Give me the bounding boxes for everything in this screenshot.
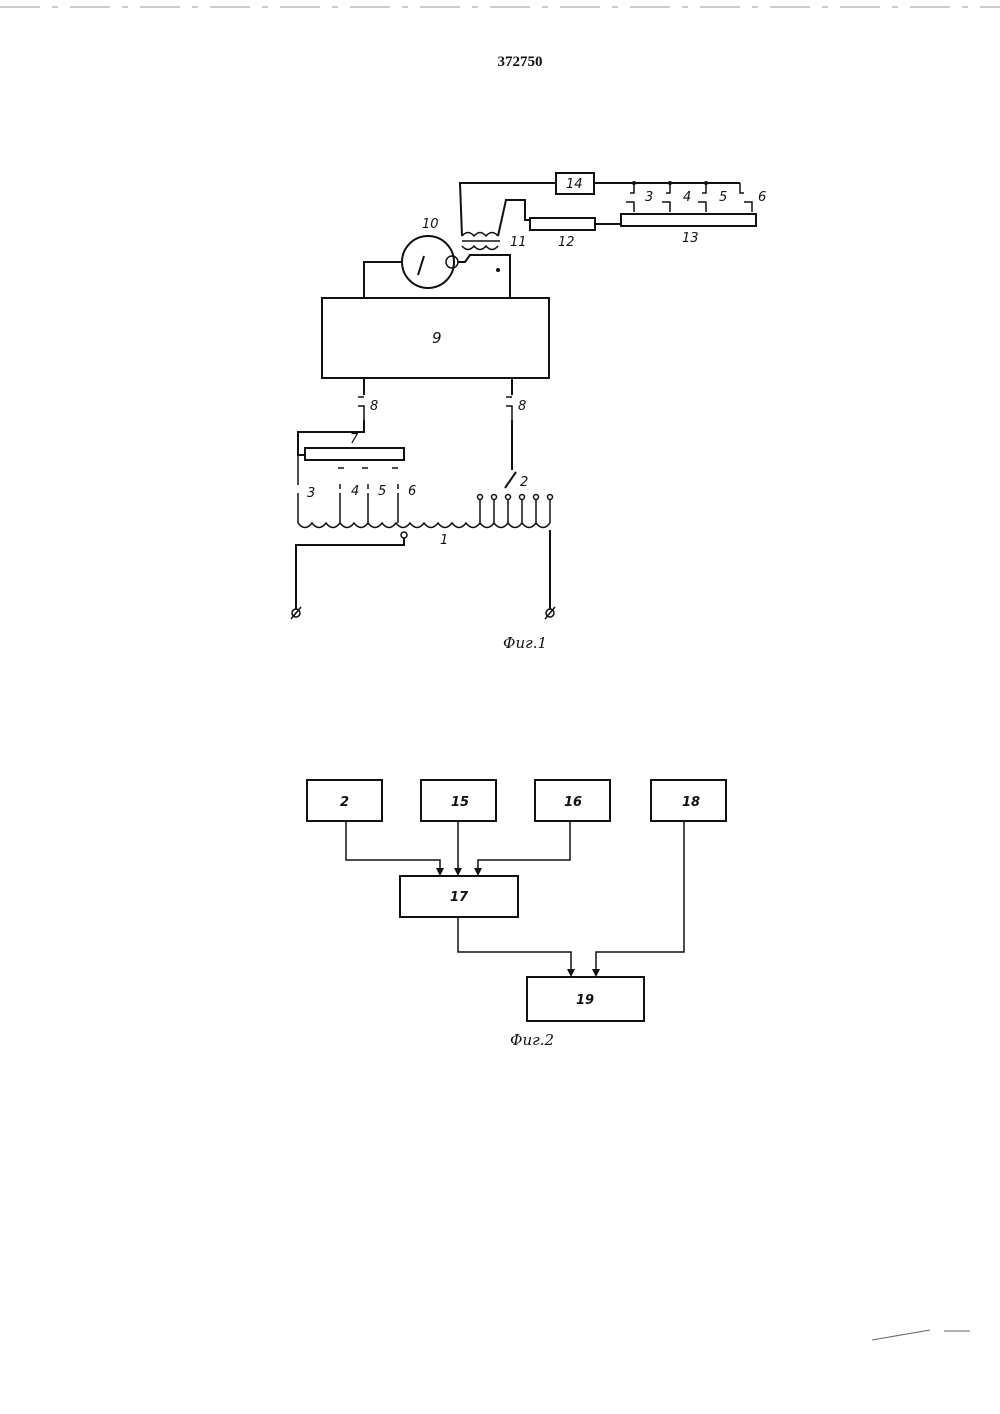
- label-bottom-3: 3: [307, 486, 315, 501]
- block-2-label: 2: [340, 795, 349, 810]
- transformer-11-primary: [462, 233, 498, 237]
- wire-meter-right: [458, 255, 510, 298]
- label-8-left: 8: [370, 399, 378, 414]
- block-17-label: 17: [450, 890, 469, 905]
- contact-top-3: [626, 183, 634, 212]
- label-top-6: 6: [758, 190, 766, 205]
- mid-tap: [401, 532, 407, 538]
- transformer-11-label: 11: [510, 235, 527, 250]
- figure-1-caption: Фиг.1: [503, 634, 547, 652]
- wire-meter-left: [364, 262, 402, 298]
- contact-top-6: [740, 183, 752, 212]
- block-15-label: 15: [451, 795, 469, 810]
- switch-2-label: 2: [520, 475, 528, 490]
- block-9-label: 9: [432, 329, 442, 347]
- supply-terminal-left: [291, 607, 301, 619]
- contact-bottom-5: [362, 468, 368, 523]
- label-bottom-4: 4: [351, 484, 359, 499]
- wire-left-terminal: [296, 538, 404, 610]
- meter-10-label: 10: [422, 217, 439, 232]
- supply-terminal-right: [545, 607, 555, 619]
- contact-bottom-6: [392, 468, 398, 523]
- block-16-label: 16: [564, 795, 582, 810]
- contact-8-right: [506, 397, 512, 420]
- contact-top-4: [662, 183, 670, 212]
- block-19-label: 19: [576, 993, 594, 1008]
- switch-2-blade: [505, 472, 516, 488]
- block-18-label: 18: [682, 795, 700, 810]
- label-bottom-6: 6: [408, 484, 416, 499]
- relay-13-label: 13: [682, 231, 699, 246]
- contact-bottom-4: [338, 468, 344, 523]
- figure-2-caption: Фиг.2: [510, 1031, 554, 1049]
- relay-13: [621, 214, 756, 226]
- wire-to-12: [498, 200, 530, 236]
- transformer-1-coil: [298, 523, 550, 528]
- label-top-5: 5: [719, 190, 727, 205]
- meter-needle: [418, 256, 424, 275]
- label-top-3: 3: [645, 190, 653, 205]
- transformer-1-taps: [478, 495, 553, 524]
- transformer-1-label: 1: [440, 533, 448, 548]
- relay-7-label: 7: [350, 432, 359, 447]
- relay-7: [305, 448, 404, 460]
- label-bottom-5: 5: [378, 484, 386, 499]
- label-top-4: 4: [683, 190, 691, 205]
- block-12: [530, 218, 595, 230]
- block-12-label: 12: [558, 235, 575, 250]
- meter-terminal: [446, 256, 458, 268]
- contact-top-5: [698, 183, 706, 212]
- polarity-dot: [496, 268, 500, 272]
- block-14-label: 14: [566, 177, 583, 192]
- contact-8-left: [358, 397, 364, 420]
- scan-mark: [872, 1330, 930, 1340]
- label-8-right: 8: [518, 399, 526, 414]
- transformer-11-secondary: [462, 246, 498, 250]
